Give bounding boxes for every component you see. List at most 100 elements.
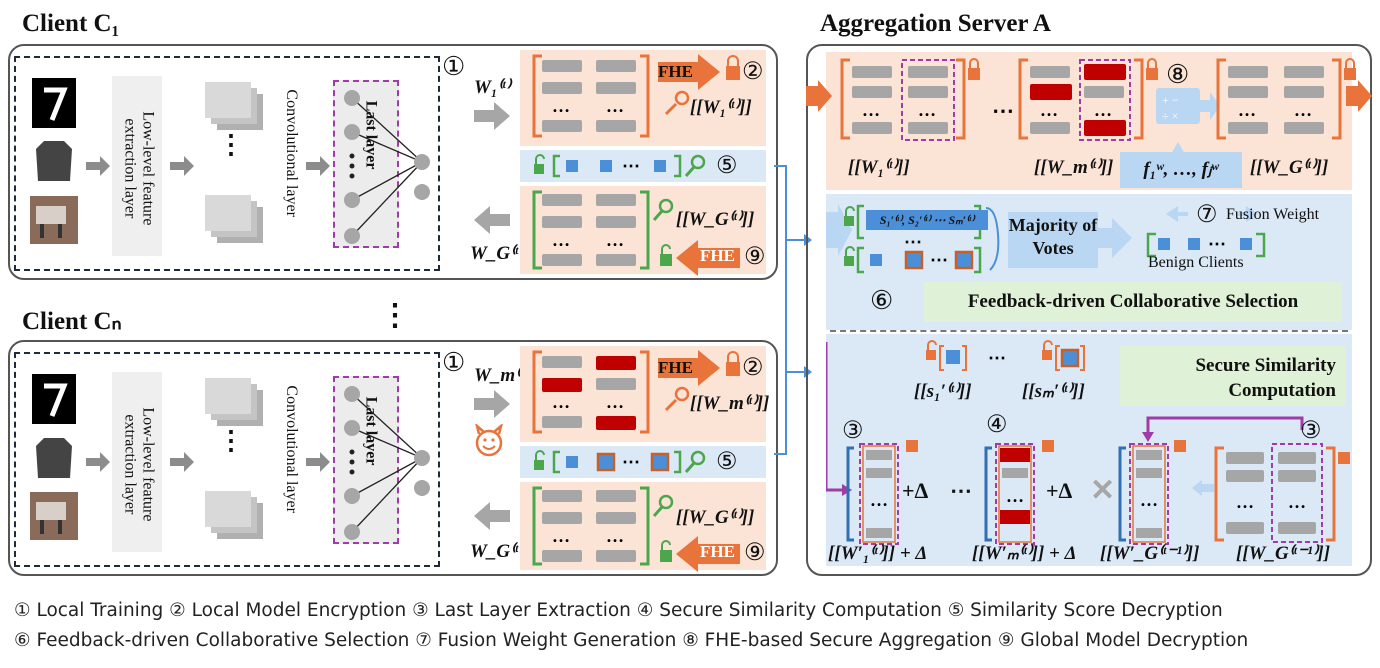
clientn-neurons — [344, 386, 430, 540]
aggregation-graphic: …… ⋯ …… + −÷ × …… — [806, 58, 1372, 164]
svg-text:…: … — [1238, 100, 1256, 120]
similarity-graphic: ⋯ … … ✕ … …… — [826, 340, 1350, 545]
vdots-n: ⋮ — [218, 426, 244, 455]
server-title: Aggregation Server A — [820, 10, 1051, 37]
svg-text:…: … — [552, 526, 570, 546]
svg-text:+ −: + − — [1162, 93, 1179, 107]
plus-delta-1: +Δ — [902, 478, 929, 503]
step2-mark-cn: ② — [742, 355, 764, 381]
last-layer-box-n — [333, 376, 399, 544]
svg-text:✕: ✕ — [1090, 474, 1115, 507]
client1-enc-weight: [[W₁⁽ᵗ⁾]] — [690, 97, 752, 118]
benign-clients-label: Benign Clients — [1148, 254, 1244, 271]
cifar-image — [30, 196, 78, 244]
client1-global-enc: [[W_G⁽ᵗ⁾]] — [676, 209, 755, 230]
client1-panel — [8, 44, 778, 280]
svg-text:…: … — [606, 96, 624, 116]
svg-text:⋯: ⋯ — [992, 98, 1014, 123]
svg-text:÷ ×: ÷ × — [1162, 109, 1178, 123]
svg-text:…: … — [1236, 492, 1254, 512]
svg-text:…: … — [870, 490, 888, 510]
step5-mark-cn: ⑤ — [716, 449, 738, 475]
step6-mark: ⑥ — [870, 286, 894, 315]
cifar-image-n — [30, 492, 78, 540]
step8-mark: ⑧ — [1166, 60, 1190, 89]
client1-encrypted-matrix: …… — [532, 54, 740, 138]
svg-text:…: … — [1288, 492, 1306, 512]
svg-text:⋯: ⋯ — [930, 250, 948, 270]
feature-extraction-label-n: Low-level feature extraction layer — [121, 407, 157, 522]
clientn-weight-down: W_G⁽ᵗ⁾ — [470, 541, 524, 562]
svg-text:…: … — [1040, 100, 1058, 120]
server-wmp: [[W′ₘ⁽ᵗ⁾]] + Δ — [972, 543, 1077, 564]
svg-text:⋯: ⋯ — [622, 156, 640, 176]
conv-stack-top — [205, 82, 251, 118]
client1-local-model — [14, 56, 440, 271]
mnist-image — [32, 78, 76, 128]
client1-weight-down: W_G⁽ᵗ⁾ — [470, 243, 524, 264]
feature-extraction-block-n — [112, 372, 162, 552]
conv-stack-top-n — [205, 378, 251, 414]
client1-weight-up: W₁⁽ᵗ⁾ — [474, 77, 511, 98]
fusion-weight-label: Fusion Weight — [1226, 206, 1320, 223]
clientn-local-model — [14, 352, 440, 567]
clientn-title: Client Cₙ — [22, 308, 122, 335]
legend-line-2: ⑥ Feedback-driven Collaborative Selectio… — [14, 630, 1249, 651]
last-layer-box — [333, 80, 399, 248]
svg-text:…: … — [918, 100, 936, 120]
client1-neurons — [344, 90, 430, 244]
conv-stack-bottom — [205, 195, 251, 231]
server-w1p: [[W′₁⁽ᵗ⁾]] + Δ — [828, 543, 928, 564]
clientn-fhe-dec: FHE — [700, 542, 735, 561]
feature-extraction-label: Low-level feature extraction layer — [121, 111, 157, 226]
clientn-weight-up: W_m⁽ᵗ⁾ — [474, 365, 529, 386]
step5-mark-c1: ⑤ — [716, 153, 738, 179]
step9-mark-cn: ⑨ — [744, 540, 766, 566]
step9-mark-c1: ⑨ — [744, 244, 766, 270]
majority-box: Majority of Votes — [1008, 212, 1098, 268]
legend-line-1: ① Local Training ② Local Model Encryptio… — [14, 600, 1223, 621]
upload-arrow-n — [474, 390, 510, 418]
server-s1: [[s₁′⁽ᵗ⁾]] — [914, 381, 972, 402]
clientn-arrows — [86, 452, 330, 472]
feature-extraction-block — [112, 76, 162, 256]
conv-label-n: Convolutional layer — [283, 385, 301, 513]
clientn-enc-weight: [[W_m⁽ᵗ⁾]] — [690, 393, 770, 414]
scores-dots: ⋯ — [904, 232, 922, 252]
client1-fhe-label: FHE — [658, 62, 693, 81]
clientn-global-matrix: …… — [532, 486, 740, 572]
server-wg: [[W_G⁽ᵗ⁾]] — [1250, 157, 1329, 178]
client1-fhe-dec: FHE — [700, 246, 735, 265]
band-divider — [830, 330, 1348, 332]
svg-text:…: … — [1094, 100, 1112, 120]
clientn-panel — [8, 340, 778, 576]
server-sm: [[sₘ′⁽ᵗ⁾]] — [1022, 381, 1085, 402]
step1-mark: ① — [442, 52, 466, 81]
server-wgprev: [[W′_G⁽ᵗ⁻¹⁾]] — [1100, 543, 1200, 564]
mnist-image-n — [32, 374, 76, 424]
svg-text:…: … — [1006, 486, 1024, 506]
conv-stack-bottom-n — [205, 491, 251, 527]
svg-text:…: … — [862, 100, 880, 120]
upload-arrow-1 — [474, 102, 510, 130]
clientn-score-row: ⋯ — [534, 450, 706, 474]
server-wm: [[W_m⁽ᵗ⁾]] — [1034, 157, 1114, 178]
fashion-image — [32, 135, 76, 187]
step2-mark-c1: ② — [742, 59, 764, 85]
malicious-devil-icon — [475, 424, 503, 457]
client1-score-band — [520, 150, 766, 182]
svg-text:…: … — [606, 526, 624, 546]
download-arrow-n — [474, 502, 510, 530]
between-dots: ⋯ — [950, 478, 972, 503]
feedback-label: Feedback-driven Collaborative Selection — [924, 282, 1342, 322]
clientn-score-band — [520, 446, 766, 478]
clients-vdots: ⋮ — [380, 299, 410, 332]
step7-mark: ⑦ — [1196, 202, 1218, 228]
download-arrow-1 — [474, 206, 510, 234]
svg-text:…: … — [552, 96, 570, 116]
svg-text:⋯: ⋯ — [622, 452, 640, 472]
server-wgprev2: [[W_G⁽ᵗ⁻¹⁾]] — [1236, 543, 1331, 564]
secure-sim-label: Secure Similarity Computation — [1120, 346, 1346, 406]
client1-arrows — [86, 156, 330, 176]
svg-text:…: … — [552, 230, 570, 250]
